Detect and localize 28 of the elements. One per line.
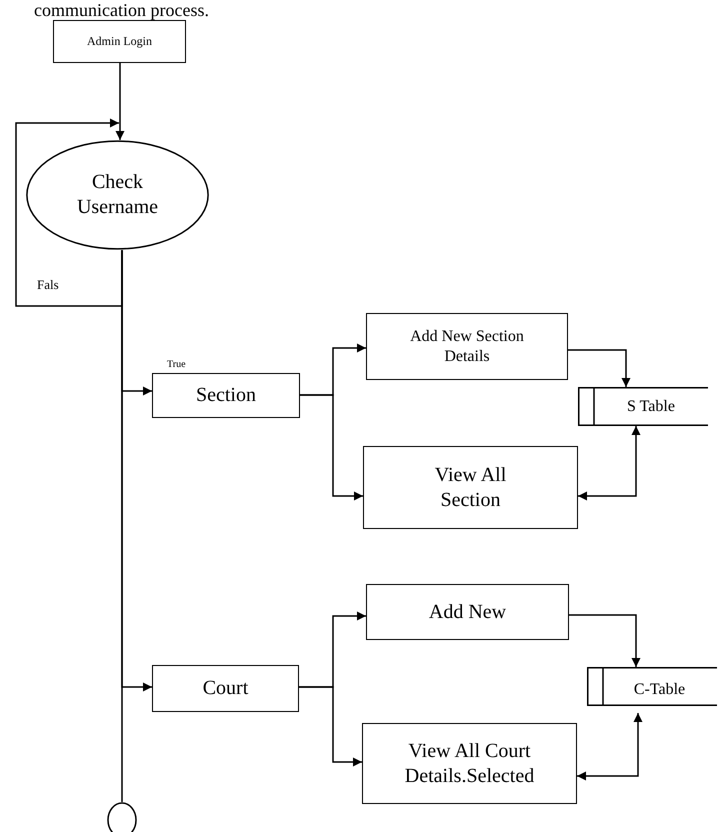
node-label: Add New — [428, 600, 508, 624]
arrow — [578, 426, 640, 500]
arrow — [569, 614, 640, 667]
node-label: View All Section — [434, 462, 508, 512]
process-box — [363, 446, 578, 529]
arrow — [577, 713, 642, 780]
process-box — [366, 313, 568, 380]
node-label: C-Table — [632, 680, 686, 700]
node-label: Admin Login — [86, 34, 153, 49]
process-box — [152, 665, 299, 712]
node-label: S Table — [626, 396, 676, 416]
arrow — [15, 118, 123, 307]
arrow — [299, 686, 362, 766]
process-box — [366, 584, 569, 640]
heading-text: communication process. — [34, 0, 209, 20]
arrow — [300, 394, 363, 500]
process-box — [362, 723, 577, 804]
process-box — [152, 373, 300, 418]
node-label: Add New Section Details — [409, 326, 525, 366]
node-label: Court — [202, 676, 250, 701]
node-label: Section — [195, 383, 257, 408]
node-label: Check Username — [76, 170, 160, 220]
node-label: View All Court Details.Selected — [404, 738, 536, 788]
edge-label: Fals — [36, 278, 60, 291]
edge-label: True — [166, 360, 187, 370]
arrow — [568, 349, 630, 387]
arrow — [116, 63, 124, 140]
process-box — [53, 20, 186, 63]
